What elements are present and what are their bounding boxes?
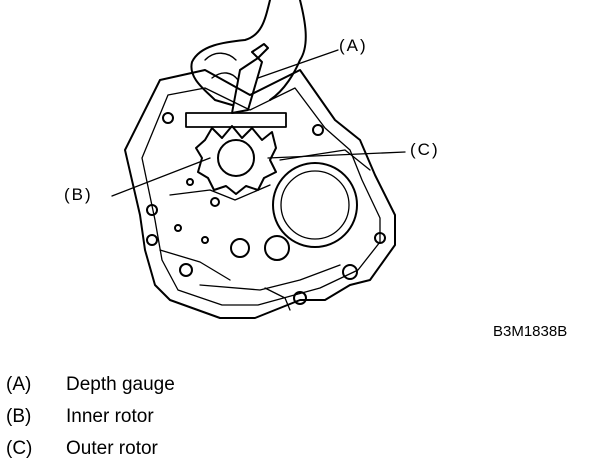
hand <box>190 0 307 106</box>
depth-gauge-bar <box>185 112 287 128</box>
legend-item-depth-gauge: (A) Depth gauge <box>6 374 175 396</box>
leader-c <box>267 151 406 159</box>
callout-c-label: (C) <box>410 140 440 159</box>
legend-label: Outer rotor <box>66 438 158 459</box>
leader-b <box>111 157 211 197</box>
outer-rotor <box>195 125 277 195</box>
housing-outline <box>124 69 396 319</box>
leader-a <box>257 49 339 79</box>
callout-b-label: (B) <box>64 185 93 204</box>
legend-label: Depth gauge <box>66 374 175 395</box>
oil-pump-housing-illustration <box>111 0 406 319</box>
legend-item-outer-rotor: (C) Outer rotor <box>6 438 158 460</box>
large-bore <box>272 162 358 248</box>
callout-a-label: (A) <box>339 36 368 55</box>
flange-contour <box>141 87 381 306</box>
legend-item-inner-rotor: (B) Inner rotor <box>6 406 154 428</box>
legend-key: (B) <box>6 406 32 427</box>
depth-gauge-stem <box>231 57 263 114</box>
figure-code: B3M1838B <box>493 323 568 340</box>
legend-key: (C) <box>6 438 33 459</box>
legend-label: Inner rotor <box>66 406 154 427</box>
legend-key: (A) <box>6 374 32 395</box>
inner-rotor <box>217 139 255 177</box>
